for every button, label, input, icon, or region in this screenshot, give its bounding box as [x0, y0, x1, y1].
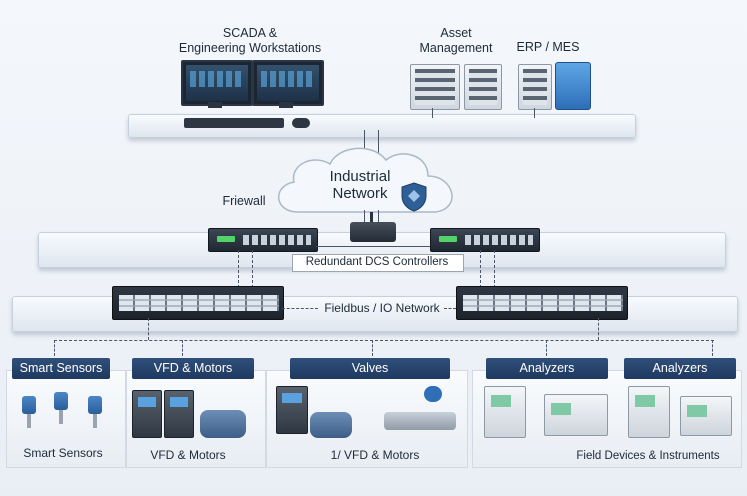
mouse-icon: [292, 118, 310, 128]
vfd-drive-1-icon: [132, 390, 162, 438]
workstation-monitor-right: [252, 60, 324, 106]
fieldbus-label: Fieldbus / IO Network: [324, 301, 440, 315]
caption-smart-sensors: Smart Sensors: [23, 446, 103, 460]
dcs-controllers-label: Redundant DCS Controllers: [305, 256, 449, 268]
motor-icon: [200, 410, 246, 438]
io-rack-left: [112, 286, 284, 320]
valve-actuator-icon: [424, 386, 442, 402]
monitor-stand-right: [279, 102, 293, 108]
link-controllers: [316, 246, 430, 247]
dcs-controller-left: [208, 228, 318, 252]
workstation-monitor-left: [181, 60, 253, 106]
link-io-bus-right: [598, 318, 599, 340]
asset-server-1: [410, 64, 460, 110]
field-bus: [54, 340, 714, 341]
vfd-drive-2-icon: [164, 390, 194, 438]
monitor-stand-left: [208, 102, 222, 108]
header-analyzers-2: Analyzers: [624, 358, 736, 379]
firewall-label: Friewall: [222, 194, 266, 208]
header-valves: Valves: [290, 358, 450, 379]
valve-motor-icon: [310, 412, 352, 438]
drop-2: [182, 340, 183, 356]
analyzer-4-icon: [680, 396, 732, 436]
keyboard-icon: [184, 118, 284, 128]
link-asset-server: [432, 108, 433, 118]
link-ctrl-io-right-2: [494, 250, 495, 288]
industrial-network-label: Industrial Network: [329, 168, 391, 202]
link-erp-server: [534, 108, 535, 118]
firewall-router: [350, 222, 396, 242]
flow-sensor-icon: [88, 396, 102, 428]
caption-vfd-motors: VFD & Motors: [150, 448, 226, 462]
pressure-sensor-icon: [22, 396, 36, 428]
header-smart-sensors: Smart Sensors: [12, 358, 110, 379]
analyzer-1-icon: [484, 386, 526, 438]
header-vfd-motors: VFD & Motors: [132, 358, 254, 379]
asset-management-label: Asset Management: [419, 26, 493, 55]
link-ctrl-io-right-1: [480, 250, 481, 288]
caption-valves-vfd: 1/ VFD & Motors: [330, 448, 420, 462]
link-top-platform-cloud-2: [378, 130, 379, 156]
link-top-platform-cloud: [364, 130, 365, 156]
drop-5: [712, 340, 713, 356]
asset-server-2: [464, 64, 502, 110]
link-ctrl-io-left-2: [252, 250, 253, 288]
erp-mes-label: ERP / MES: [516, 40, 580, 54]
io-rack-right: [456, 286, 628, 320]
dcs-label-box: [292, 254, 464, 272]
link-io-bus-left: [148, 318, 149, 340]
dcs-controller-right: [430, 228, 540, 252]
analyzer-2-icon: [544, 394, 608, 436]
scada-label: SCADA & Engineering Workstations: [178, 26, 322, 55]
link-ctrl-io-left-1: [238, 250, 239, 288]
mes-server: [555, 62, 591, 110]
temperature-sensor-icon: [54, 392, 68, 424]
link-cloud-router-2: [378, 210, 379, 224]
control-valve-icon: [384, 412, 456, 430]
drop-3: [372, 340, 373, 356]
valve-vfd-icon: [276, 386, 308, 434]
router-antenna: [370, 212, 373, 222]
fieldbus-link-2: [444, 308, 456, 309]
drop-4: [546, 340, 547, 356]
link-cloud-router: [364, 210, 365, 224]
erp-server: [518, 64, 552, 110]
analyzer-3-icon: [628, 386, 670, 438]
caption-field-devices: Field Devices & Instruments: [576, 450, 720, 462]
drop-1: [54, 340, 55, 356]
fieldbus-link: [282, 308, 318, 309]
shield-icon: [401, 182, 427, 212]
header-analyzers-1: Analyzers: [486, 358, 608, 379]
